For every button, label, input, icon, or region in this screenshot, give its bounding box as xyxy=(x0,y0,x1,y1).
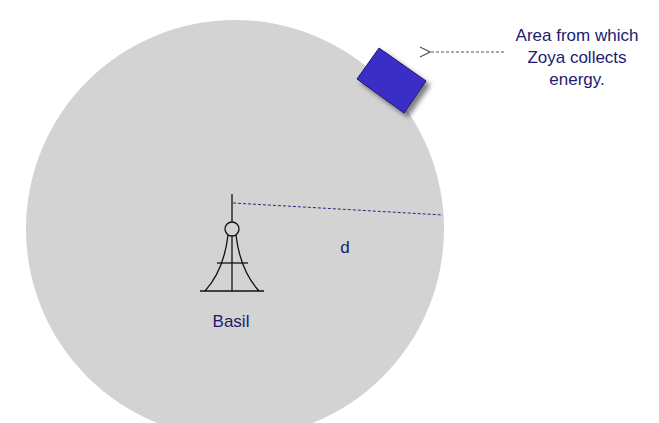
radius-line xyxy=(233,203,443,215)
tower-symbol xyxy=(200,194,264,291)
distance-label: d xyxy=(330,237,360,259)
callout-text: Area from which Zoya collects energy. xyxy=(502,25,652,91)
range-circle xyxy=(26,20,444,423)
leader-arrow xyxy=(430,52,504,53)
tower-name: Basil xyxy=(191,311,271,333)
collector-area xyxy=(357,48,426,113)
